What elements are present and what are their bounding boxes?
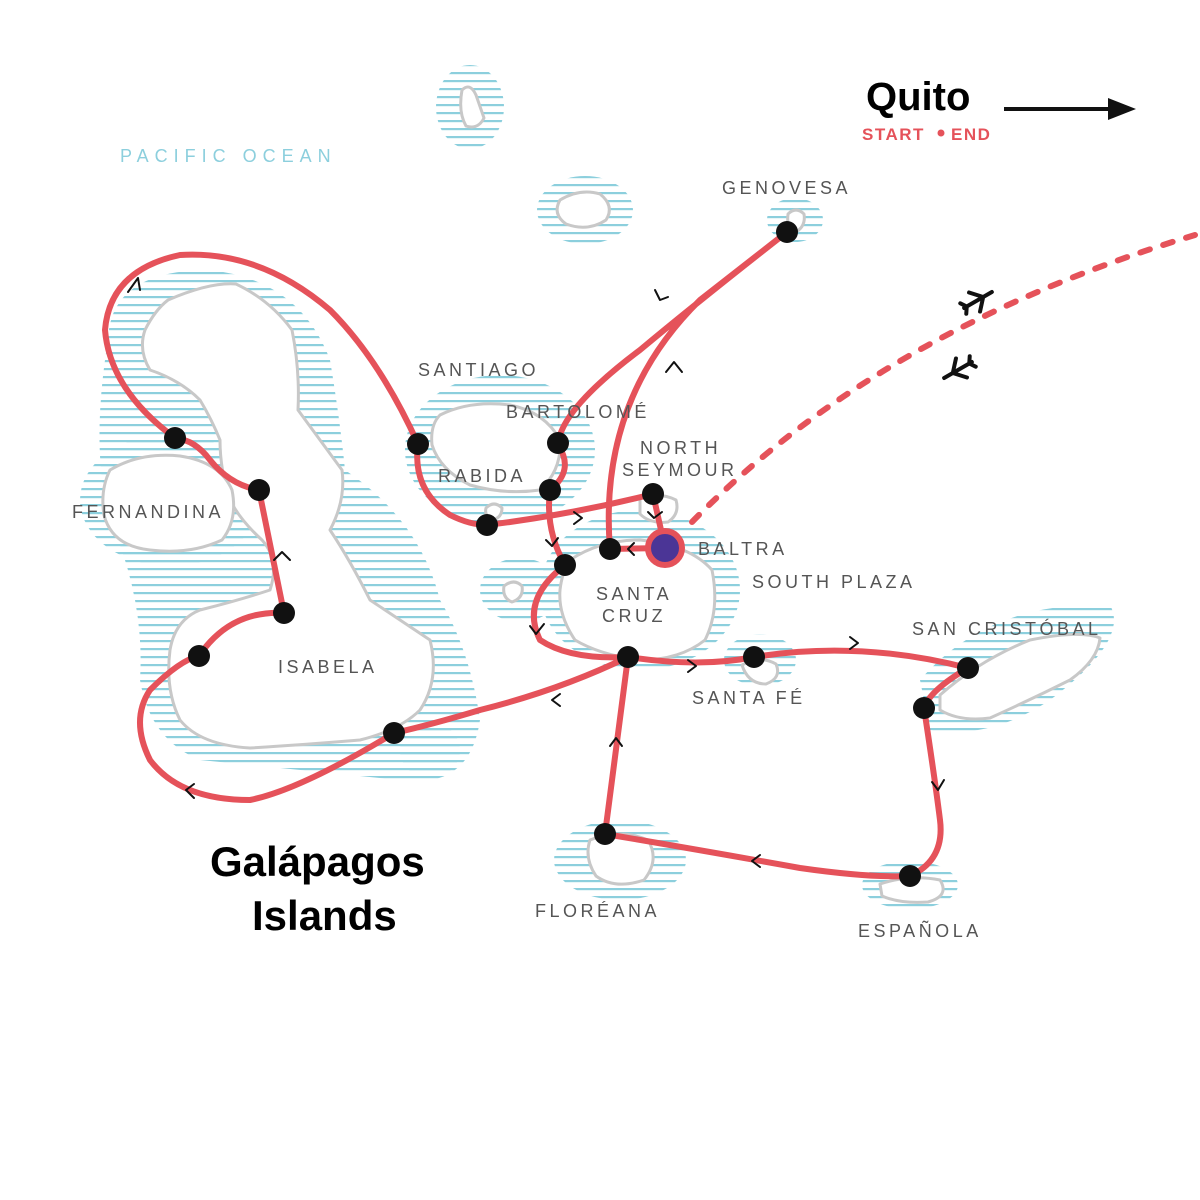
label-fernandina: FERNANDINA xyxy=(72,502,224,522)
map-title-line2: Islands xyxy=(252,892,397,939)
label-san-cristobal: SAN CRISTÓBAL xyxy=(912,618,1102,639)
quito-legend: Quito START END xyxy=(862,75,1136,144)
stop-isabela-west[interactable] xyxy=(188,645,210,667)
label-santa-fe: SANTA FÉ xyxy=(692,688,806,708)
start-end-separator-dot xyxy=(937,129,945,137)
airplane-icon xyxy=(942,354,978,380)
end-label: END xyxy=(951,125,991,144)
label-north-seymour-2: SEYMOUR xyxy=(622,460,738,480)
label-south-plaza: SOUTH PLAZA xyxy=(752,572,916,592)
label-isabela: ISABELA xyxy=(278,657,378,677)
arrow-right-icon xyxy=(1004,98,1136,120)
stop-santiago[interactable] xyxy=(407,433,429,455)
direction-arrows xyxy=(127,277,945,868)
stop-isabela-north[interactable] xyxy=(248,479,270,501)
quito-label: Quito xyxy=(866,75,970,119)
stop-isabela-south[interactable] xyxy=(383,722,405,744)
label-espanola: ESPAÑOLA xyxy=(858,920,982,941)
map-title-line1: Galápagos xyxy=(210,838,425,885)
island-pinta xyxy=(459,85,486,129)
stop-santa-fe[interactable] xyxy=(743,646,765,668)
stop-bartolome[interactable] xyxy=(547,432,569,454)
island-san-cristobal xyxy=(938,632,1102,721)
label-santiago: SANTIAGO xyxy=(418,360,539,380)
label-floreana: FLORÉANA xyxy=(535,901,660,921)
label-santa-cruz-1: SANTA xyxy=(596,584,672,604)
label-santa-cruz-2: CRUZ xyxy=(602,606,666,626)
label-rabida: RABIDA xyxy=(438,466,526,486)
label-baltra: BALTRA xyxy=(698,539,788,559)
stop-san-cristobal-south[interactable] xyxy=(913,697,935,719)
airplane-icon xyxy=(958,290,994,316)
stop-san-cristobal-north[interactable] xyxy=(957,657,979,679)
start-end-marker-baltra[interactable] xyxy=(645,528,685,568)
stop-genovesa[interactable] xyxy=(776,221,798,243)
stop-fernandina[interactable] xyxy=(164,427,186,449)
island-marchena xyxy=(555,190,611,229)
flight-path xyxy=(689,232,1198,525)
stop-santa-cruz-north[interactable] xyxy=(554,554,576,576)
ocean-label: PACIFIC OCEAN xyxy=(120,146,337,166)
stop-santa-cruz-south[interactable] xyxy=(617,646,639,668)
label-north-seymour-1: NORTH xyxy=(640,438,721,458)
label-bartolome: BARTOLOMÉ xyxy=(506,402,650,422)
label-genovesa: GENOVESA xyxy=(722,178,851,198)
stop-floreana[interactable] xyxy=(594,823,616,845)
stop-rabida[interactable] xyxy=(476,514,498,536)
stop-santa-cruz-west[interactable] xyxy=(599,538,621,560)
stop-isabela-center[interactable] xyxy=(273,602,295,624)
island-fernandina xyxy=(101,453,236,553)
island-pinzon xyxy=(502,580,524,604)
island-floreana xyxy=(586,832,655,886)
islands xyxy=(101,85,1102,904)
island-isabela xyxy=(140,282,435,750)
start-label: START xyxy=(862,125,925,144)
stop-north-seymour[interactable] xyxy=(642,483,664,505)
stop-santiago-south[interactable] xyxy=(539,479,561,501)
stop-espanola[interactable] xyxy=(899,865,921,887)
labels: PACIFIC OCEAN GENOVESA SANTIAGO BARTOLOM… xyxy=(72,146,1102,941)
stops xyxy=(164,221,979,887)
